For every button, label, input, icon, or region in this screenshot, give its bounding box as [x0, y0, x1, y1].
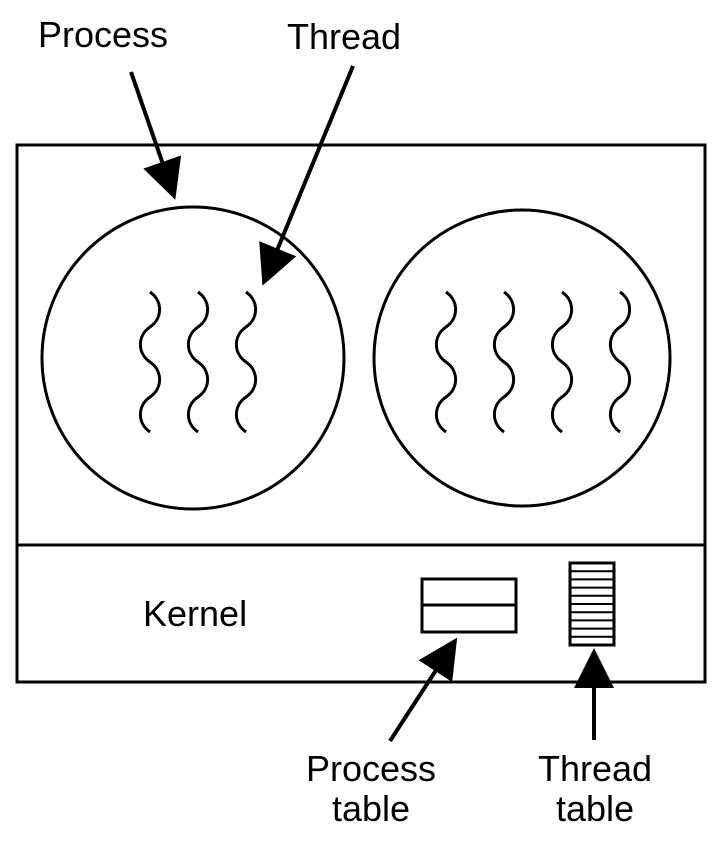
thread-squiggle — [186, 290, 210, 434]
process-circle-1 — [40, 205, 346, 511]
thread-squiggle — [550, 290, 574, 434]
thread-label: Thread — [287, 16, 402, 57]
thread-squiggle — [434, 290, 458, 434]
thread-squiggle — [138, 290, 162, 434]
threads-layer — [138, 290, 632, 434]
thread-arrow — [259, 65, 355, 286]
thread-table-label-line1: Thread — [537, 748, 653, 789]
process-circle-2 — [372, 208, 672, 508]
process-label: Process — [38, 14, 169, 55]
process-table-label-line1: Process — [305, 748, 437, 789]
thread-squiggle — [492, 290, 516, 434]
thread-squiggle — [608, 290, 632, 434]
process-table-label: Process table — [291, 749, 451, 829]
thread-squiggle — [234, 290, 258, 434]
thread-table-label: Thread table — [520, 749, 670, 829]
process-arrow — [129, 71, 182, 200]
process-table-label-line2: table — [331, 788, 411, 829]
process-table-arrow — [388, 637, 458, 743]
thread-table — [568, 561, 616, 647]
kernel-label: Kernel — [143, 593, 248, 634]
process-table — [420, 577, 518, 634]
kernel-space-box — [15, 543, 707, 684]
thread-table-label-line2: table — [555, 788, 635, 829]
user-space-box — [15, 143, 707, 547]
